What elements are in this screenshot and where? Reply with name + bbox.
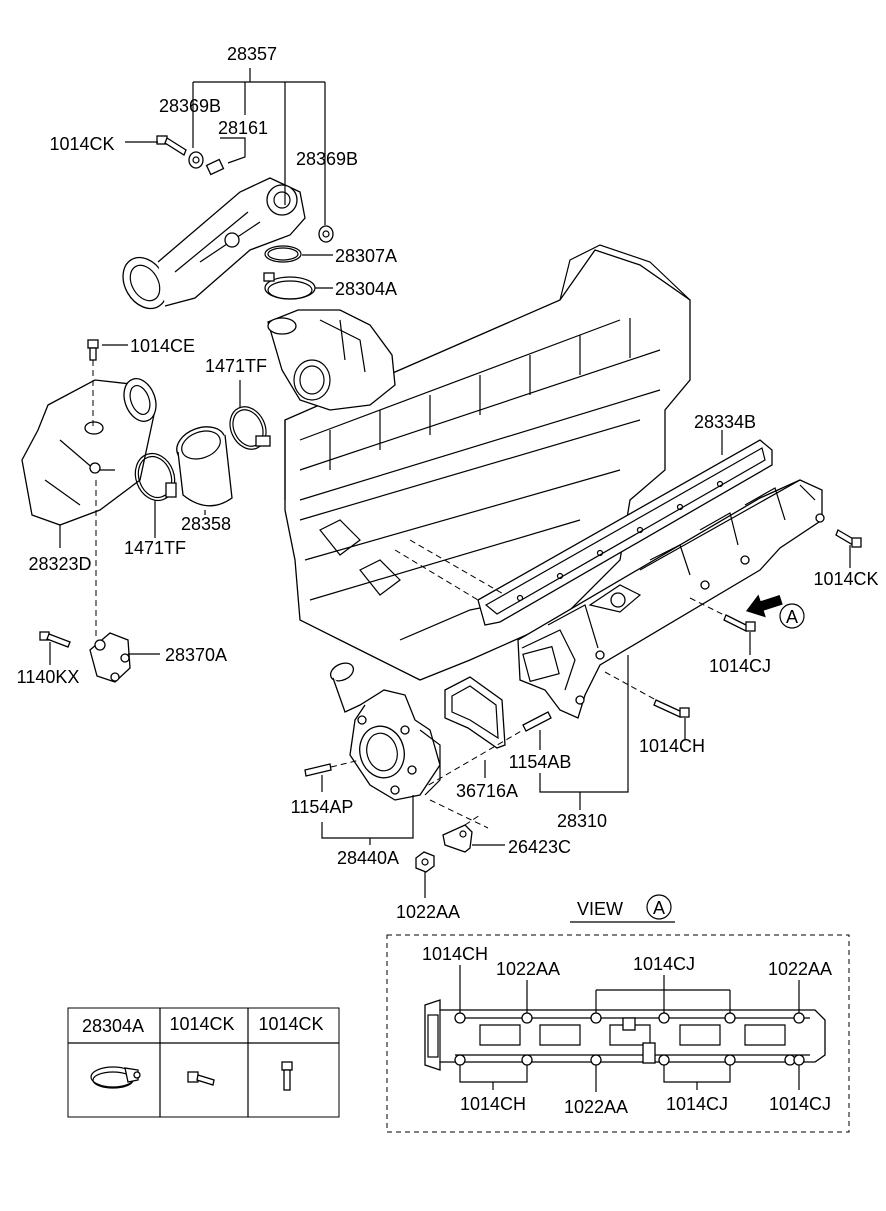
label-26423C: 26423C bbox=[508, 837, 571, 857]
label-28370A: 28370A bbox=[165, 645, 227, 665]
label-28307A: 28307A bbox=[335, 246, 397, 266]
view-a-top-label-2: 1022AA bbox=[496, 959, 560, 979]
legend-header-1: 28304A bbox=[82, 1016, 144, 1036]
o-ring-28307A bbox=[264, 245, 302, 263]
guide-line-1014CH bbox=[604, 671, 657, 701]
legend-header-2: 1014CK bbox=[169, 1014, 234, 1034]
plate-26423C bbox=[442, 824, 473, 853]
bolt-icon bbox=[281, 1061, 293, 1091]
bolt-1014CK-right bbox=[835, 529, 862, 548]
hose-clamp-icon bbox=[90, 1066, 141, 1089]
label-28310: 28310 bbox=[557, 811, 607, 831]
stud-1154AP bbox=[304, 763, 332, 777]
legend-table: 28304A 1014CK 1014CK bbox=[67, 1007, 340, 1118]
egr-housing-28440A bbox=[329, 662, 441, 801]
bolt-1140KX bbox=[39, 631, 71, 648]
gasket-36716A bbox=[444, 676, 506, 749]
guide-line-1014CJ bbox=[689, 597, 727, 617]
intake-manifold-28310 bbox=[517, 479, 825, 719]
label-1140KX: 1140KX bbox=[17, 667, 80, 687]
stud-1154AB bbox=[522, 711, 552, 732]
label-1014CJ: 1014CJ bbox=[709, 656, 771, 676]
label-28358: 28358 bbox=[181, 514, 231, 534]
label-28334B: 28334B bbox=[694, 412, 756, 432]
label-1154AB: 1154AB bbox=[509, 752, 572, 772]
pin-28161 bbox=[205, 158, 225, 176]
view-marker-a-text: A bbox=[786, 607, 798, 627]
view-a-title: VIEW A bbox=[570, 894, 675, 923]
view-a-box: 1014CH 1022AA 1014CJ 1022AA 1014CH 1022A… bbox=[386, 934, 850, 1133]
bolt-1014CE bbox=[87, 339, 99, 361]
label-28440A: 28440A bbox=[337, 848, 399, 868]
label-36716A: 36716A bbox=[456, 781, 518, 801]
gasket-28334B bbox=[477, 439, 773, 626]
view-arrow bbox=[745, 594, 783, 618]
bolt-icon bbox=[187, 1071, 215, 1086]
label-28304A: 28304A bbox=[335, 279, 397, 299]
washer-28369B-right bbox=[318, 225, 334, 243]
view-a-bottom-label-3: 1014CJ bbox=[666, 1094, 728, 1114]
label-1014CK-right: 1014CK bbox=[813, 569, 878, 589]
label-1014CK-top: 1014CK bbox=[49, 134, 114, 154]
view-a-bottom-label-4: 1014CJ bbox=[769, 1094, 831, 1114]
guide-line-1154AP bbox=[330, 759, 361, 768]
guide-line-26423C bbox=[429, 799, 489, 829]
view-a-top-label-4: 1022AA bbox=[768, 959, 832, 979]
label-1154AP: 1154AP bbox=[291, 797, 354, 817]
bracket-28370A bbox=[89, 632, 131, 683]
guide-line-1014CE bbox=[92, 360, 97, 640]
bolt-1014CH bbox=[653, 699, 690, 718]
label-28323D: 28323D bbox=[28, 554, 91, 574]
legend-header-3: 1014CK bbox=[258, 1014, 323, 1034]
label-1471TF-bottom: 1471TF bbox=[124, 538, 186, 558]
part-labels: 28357 28369B 28161 1014CK 28369B 28307A … bbox=[17, 44, 879, 922]
view-a-top-label-3: 1014CJ bbox=[633, 954, 695, 974]
intake-pipe-upper bbox=[122, 177, 306, 310]
washer-28369B-left bbox=[188, 151, 204, 169]
label-1014CH: 1014CH bbox=[639, 736, 705, 756]
intake-elbow-28323D bbox=[21, 378, 157, 526]
bolt-1014CJ bbox=[723, 614, 756, 632]
bolt-1014CK-top bbox=[156, 135, 187, 156]
view-a-title-marker: A bbox=[653, 898, 665, 918]
guide-line-gasket bbox=[394, 539, 506, 601]
label-28357: 28357 bbox=[227, 44, 277, 64]
label-1471TF-top: 1471TF bbox=[205, 356, 267, 376]
view-a-bottom-label-2: 1022AA bbox=[564, 1097, 628, 1117]
clamp-1471TF-left bbox=[134, 452, 177, 502]
view-a-bottom-label-1: 1014CH bbox=[460, 1094, 526, 1114]
hose-28358 bbox=[176, 426, 233, 507]
view-marker-a: A bbox=[779, 603, 805, 629]
label-28161: 28161 bbox=[218, 118, 268, 138]
label-28369B-right: 28369B bbox=[296, 149, 358, 169]
turbocharger bbox=[267, 309, 396, 411]
view-a-top-label-1: 1014CH bbox=[422, 944, 488, 964]
clamp-1471TF-right bbox=[229, 406, 271, 450]
engine-block bbox=[284, 244, 691, 681]
label-28369B-left: 28369B bbox=[159, 96, 221, 116]
clamp-28304A bbox=[263, 272, 316, 300]
nut-1022AA bbox=[415, 851, 435, 873]
leader-lines bbox=[49, 68, 851, 898]
label-1022AA: 1022AA bbox=[396, 902, 460, 922]
label-1014CE: 1014CE bbox=[130, 336, 195, 356]
view-a-title-text: VIEW bbox=[577, 899, 623, 919]
